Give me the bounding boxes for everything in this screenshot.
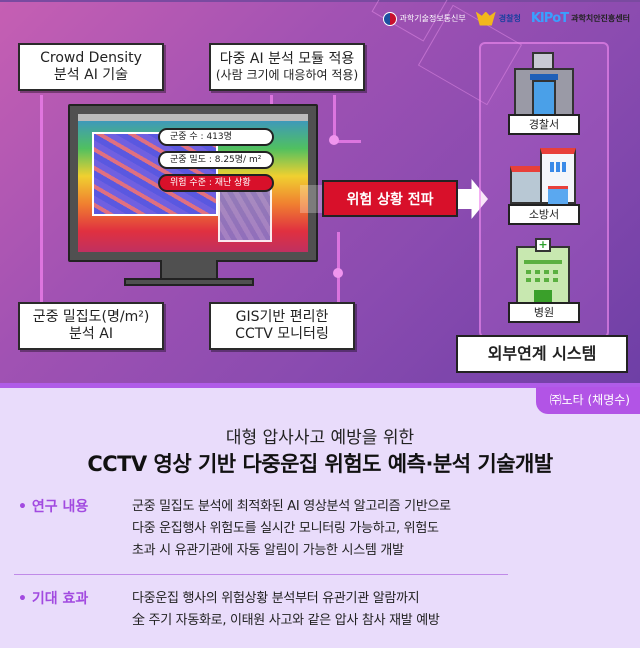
cctv-monitor: 군중 수 : 413명 군중 밀도 : 8.25명/ m² 위험 수준 : 재난… xyxy=(68,104,318,262)
circuit-line xyxy=(333,140,361,143)
research-content-body: 군중 밀집도 분석에 최적화된 AI 영상분석 알고리즘 기반으로 다중 운집행… xyxy=(132,499,451,558)
research-content-heading: • 연구 내용 xyxy=(18,499,89,515)
police-station-label: 경찰서 xyxy=(508,114,580,135)
infographic-diagram: 과학기술정보통신부 경찰청 KIPoT 과학치안진흥센터 Crowd Densi… xyxy=(0,0,640,388)
hospital-label: 병원 xyxy=(508,302,580,323)
fire-station-label: 소방서 xyxy=(508,204,580,225)
msit-logo: 과학기술정보통신부 xyxy=(382,11,466,26)
police-station-icon xyxy=(514,52,574,116)
kipot-logo: KIPoT 과학치안진흥센터 xyxy=(530,11,630,26)
risk-level-pill: 위험 수준 : 재난 상황 xyxy=(158,174,274,192)
top-border xyxy=(0,0,640,2)
monitor-base xyxy=(124,278,254,286)
expected-effect-body: 다중운집 행사의 위험상황 분석부터 유관기관 알람까지 全 주기 자동화로, … xyxy=(132,591,440,628)
research-content-section: • 연구 내용 군중 밀집도 분석에 최적화된 AI 영상분석 알고리즘 기반으… xyxy=(18,496,638,566)
heatmap-screen: 군중 수 : 413명 군중 밀도 : 8.25명/ m² 위험 수준 : 재난… xyxy=(78,114,308,252)
police-emblem-icon xyxy=(475,11,496,26)
density-ai-box: 군중 밀집도(명/m²) 분석 AI xyxy=(18,302,164,350)
circuit-dot xyxy=(333,268,343,278)
hospital-icon: + xyxy=(516,238,570,304)
circuit-line xyxy=(40,95,43,315)
subtitle: 대형 압사사고 예방을 위한 xyxy=(225,428,415,448)
crowd-density-pill: 군중 밀도 : 8.25명/ m² xyxy=(158,151,274,169)
risk-propagation-banner: 위험 상황 전파 xyxy=(322,180,458,217)
circuit-dot xyxy=(329,135,339,145)
screen-titlebar xyxy=(78,114,308,121)
logo-row: 과학기술정보통신부 경찰청 KIPoT 과학치안진흥센터 xyxy=(382,11,630,26)
police-logo: 경찰청 xyxy=(475,11,521,26)
circuit-line xyxy=(333,95,336,140)
circuit-line xyxy=(337,232,340,302)
section-divider xyxy=(14,574,508,575)
external-system-label: 외부연계 시스템 xyxy=(456,335,628,373)
expected-effect-section: • 기대 효과 다중운집 행사의 위험상황 분석부터 유관기관 알람까지 全 주… xyxy=(18,588,638,638)
crowd-count-pill: 군중 수 : 413명 xyxy=(158,128,274,146)
multi-ai-module-box: 다중 AI 분석 모듈 적용 (사람 크기에 대응하여 적용) xyxy=(209,43,365,91)
main-title: CCTV 영상 기반 다중운집 위험도 예측·분석 기술개발 xyxy=(87,452,553,476)
crowd-density-box: Crowd Density 분석 AI 기술 xyxy=(18,43,164,91)
heatmap-zone-secondary xyxy=(218,184,272,242)
fire-station-icon xyxy=(510,148,576,204)
author-badge: ㈜노타 (채명수) xyxy=(535,387,640,414)
section-divider-strip xyxy=(0,383,640,388)
taegeuk-icon xyxy=(382,11,397,26)
gis-monitoring-box: GIS기반 편리한 CCTV 모니터링 xyxy=(209,302,355,350)
expected-effect-heading: • 기대 효과 xyxy=(18,591,89,607)
